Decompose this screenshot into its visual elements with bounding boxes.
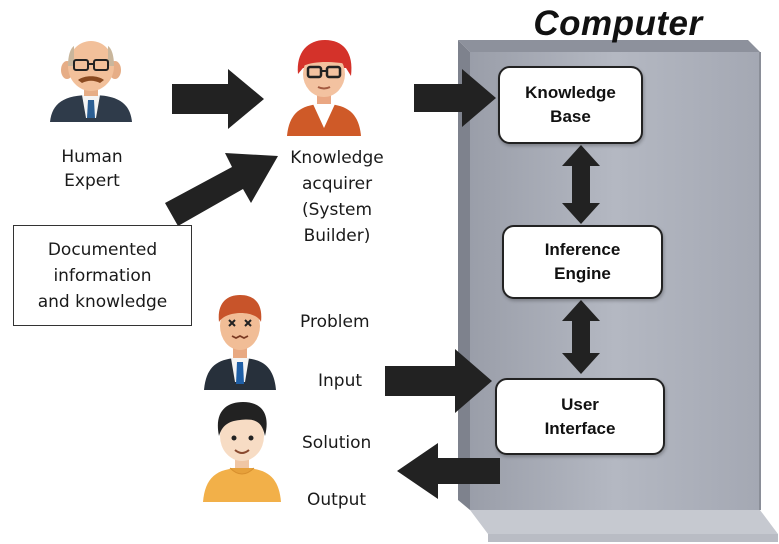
- knowledge-base-line-2: Base: [550, 107, 591, 126]
- arrow-expert-to-acquirer: [172, 69, 264, 129]
- documented-line-1: Documented: [47, 239, 158, 260]
- bald-man-glasses-mustache-icon: [50, 41, 132, 122]
- arrow-acquirer-to-knowledge-base: [414, 69, 496, 127]
- knowledge-acquirer-line-4: Builder): [303, 226, 371, 246]
- user-interface-line-1: User: [561, 394, 599, 414]
- input-label: Input: [318, 371, 363, 391]
- user-interface-box: User Interface: [495, 378, 665, 455]
- inference-engine-box: Inference Engine: [502, 225, 663, 299]
- inference-engine-line-2: Engine: [554, 264, 611, 283]
- knowledge-base-line-1: Knowledge: [525, 83, 616, 102]
- human-expert-label: Human Expert: [44, 145, 140, 193]
- arrow-user-interface-to-solution: [397, 443, 500, 499]
- documented-line-2: information: [53, 265, 152, 286]
- documented-line-3: and knowledge: [37, 291, 168, 312]
- computer-title: Computer: [533, 4, 703, 43]
- smiling-man-icon: [203, 402, 281, 502]
- human-expert-line-1: Human: [61, 147, 123, 167]
- knowledge-acquirer-line-2: acquirer: [301, 174, 373, 194]
- knowledge-acquirer-line-3: (System: [301, 200, 373, 220]
- arrow-knowledge-base-inference-engine: [562, 145, 600, 224]
- inference-engine-line-1: Inference: [544, 240, 621, 259]
- knowledge-acquirer-label: Knowledge acquirer (System Builder): [278, 145, 396, 249]
- documented-information-box: Documented information and knowledge: [13, 225, 192, 326]
- arrow-input-to-user-interface: [385, 349, 492, 413]
- knowledge-base-box: Knowledge Base: [498, 66, 643, 144]
- knowledge-acquirer-line-1: Knowledge: [290, 148, 384, 168]
- confused-man-icon: [204, 295, 276, 390]
- problem-label: Problem: [300, 312, 370, 332]
- red-haired-woman-glasses-icon: [287, 40, 361, 136]
- arrow-inference-engine-user-interface: [562, 300, 600, 374]
- solution-label: Solution: [302, 433, 372, 453]
- human-expert-line-2: Expert: [64, 171, 120, 191]
- arrow-documents-to-acquirer: [165, 153, 278, 226]
- user-interface-line-2: Interface: [544, 418, 616, 438]
- output-label: Output: [307, 490, 367, 510]
